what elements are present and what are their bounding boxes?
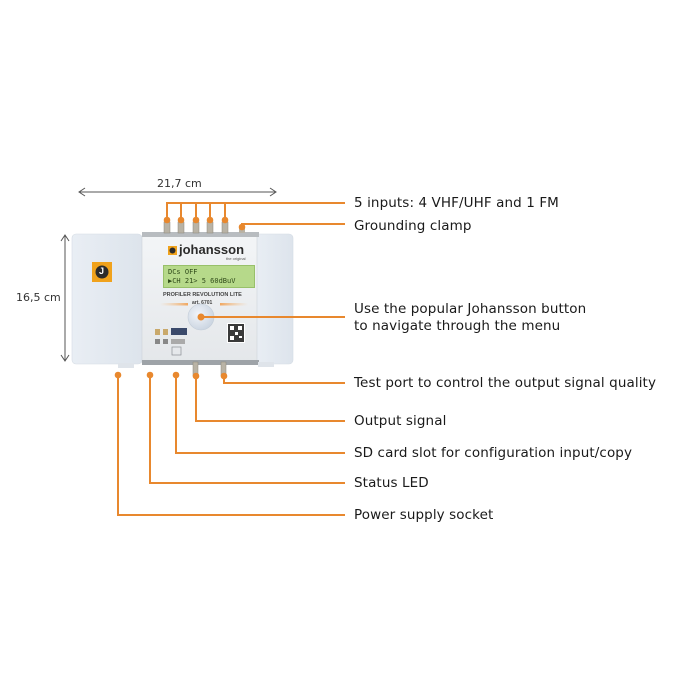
brand-badge-circle	[95, 265, 109, 279]
grounding-clamp	[239, 228, 245, 233]
device-top-rail	[142, 232, 259, 237]
article-number: art. 6701	[192, 300, 213, 306]
brand-tagline: the original	[226, 256, 246, 261]
callout-grounding-clamp: Grounding clamp	[354, 218, 472, 234]
callout-sd-card-slot: SD card slot for configuration input/cop…	[354, 445, 633, 461]
qr-code	[227, 323, 245, 343]
height-dimension-line	[60, 234, 70, 362]
width-dimension-line	[78, 187, 277, 197]
device-left-cover	[71, 233, 143, 365]
decor-stripe-left	[160, 303, 188, 306]
decor-stripe-right	[220, 303, 248, 306]
device-right-cover	[254, 233, 294, 365]
callout-status-led: Status LED	[354, 475, 429, 491]
brand-badge-letter: J	[99, 266, 105, 276]
callout-dots	[114, 216, 246, 380]
certification-marks	[155, 328, 187, 344]
lcd-display: DCs OFF ▶CH 21> 5 60dBuV	[163, 265, 255, 288]
header-logo-dot	[169, 247, 176, 254]
lcd-line-1: DCs OFF	[168, 268, 198, 276]
device-bottom-rail	[142, 360, 259, 365]
width-dimension-label: 21,7 cm	[157, 177, 202, 190]
model-name: PROFILER REVOLUTION LITE	[163, 292, 242, 298]
callout-output-signal: Output signal	[354, 413, 447, 429]
callout-button-line-2: to navigate through the menu	[354, 318, 561, 334]
callout-lines	[117, 202, 345, 516]
lcd-line-2: ▶CH 21> 5 60dBuV	[168, 277, 236, 285]
sd-card-slot	[171, 346, 182, 356]
height-dimension-label: 16,5 cm	[16, 291, 61, 304]
device-foot-right	[258, 362, 274, 367]
callout-test-port: Test port to control the output signal q…	[354, 375, 657, 391]
callout-button-line-1: Use the popular Johansson button	[354, 301, 587, 317]
brand-name: johansson	[179, 242, 245, 257]
input-connectors	[163, 221, 229, 234]
callout-power-supply: Power supply socket	[354, 507, 494, 523]
device-foot-left	[118, 363, 134, 368]
callout-inputs: 5 inputs: 4 VHF/UHF and 1 FM	[354, 195, 559, 211]
